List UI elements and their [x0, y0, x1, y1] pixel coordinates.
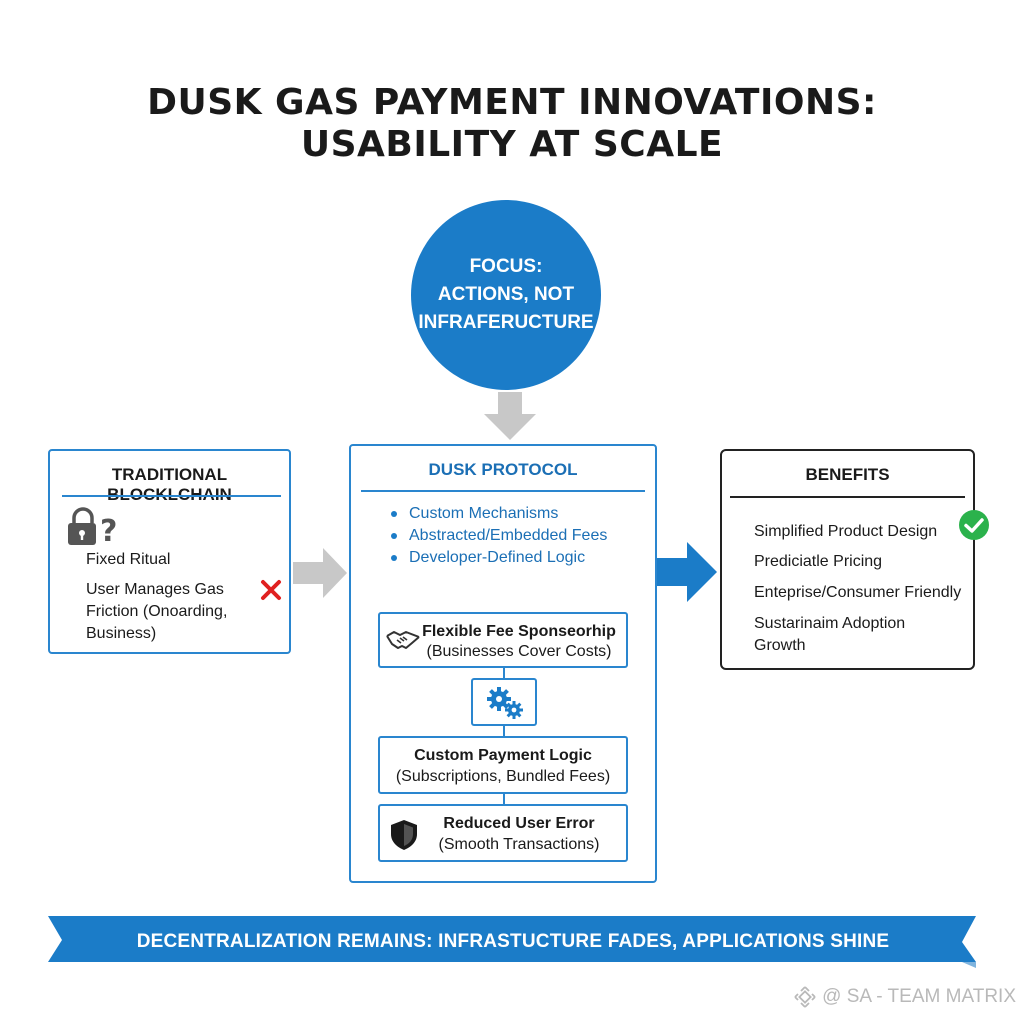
shield-icon — [391, 820, 417, 850]
benefit-item-2: Prediciatle Pricing — [754, 553, 883, 570]
dusk-bullet-2: Abstracted/Embedded Fees — [391, 525, 607, 547]
bottom-banner — [48, 916, 976, 968]
handshake-icon — [386, 631, 420, 649]
payment-logic-sub: (Subscriptions, Bundled Fees) — [395, 768, 611, 785]
svg-text:?: ? — [100, 514, 117, 547]
focus-line1: FOCUS: — [469, 256, 543, 277]
traditional-item-gas-line1: User Manages Gas — [86, 581, 224, 598]
gears-box — [471, 678, 537, 726]
benefits-divider — [730, 496, 965, 498]
page-title-line1: DUSK GAS PAYMENT INNOVATIONS: — [147, 82, 877, 123]
right-arrow-gray-icon — [293, 548, 347, 598]
traditional-item-gas-line2: Friction (Onoarding, — [86, 603, 228, 620]
fee-sponsorship-title: Flexible Fee Sponseorhip — [422, 623, 616, 640]
dusk-heading: DUSK PROTOCOL — [428, 460, 578, 479]
benefit-item-1: Simplified Product Design — [754, 523, 938, 540]
benefits-box: BENEFITS Simplified Product Design Predi… — [720, 449, 989, 670]
user-error-box: Reduced User Error (Smooth Transactions) — [378, 804, 628, 862]
dusk-divider — [361, 490, 645, 492]
dusk-protocol-box: DUSK PROTOCOL Custom Mechanisms Abstract… — [349, 444, 657, 883]
watermark: @ SA - TEAM MATRIX — [794, 986, 1016, 1008]
traditional-item-fixed-ritual: Fixed Ritual — [86, 551, 171, 568]
traditional-heading: TRADITIONAL BLOCKLCHAIN — [107, 465, 232, 504]
traditional-item-gas-line3: Business) — [86, 625, 157, 642]
gears-icon — [487, 687, 523, 719]
connector-line-2 — [503, 726, 505, 736]
red-x-icon — [261, 580, 281, 600]
benefits-heading: BENEFITS — [805, 465, 890, 484]
dusk-bullet-3: Developer-Defined Logic — [391, 547, 607, 569]
benefit-item-4-line2: Growth — [754, 637, 806, 654]
benefit-item-3: Enteprise/Consumer Friendly — [754, 584, 962, 601]
connector-line-1 — [503, 668, 505, 678]
user-error-title: Reduced User Error — [443, 815, 595, 832]
traditional-divider — [62, 495, 281, 497]
right-arrow-blue-icon — [657, 542, 717, 602]
traditional-blockchain-box: TRADITIONAL BLOCKLCHAIN ? Fixed Ritual U… — [48, 449, 291, 654]
page-title-line2: USABILITY AT SCALE — [300, 124, 724, 165]
focus-line3: INFRAFERUCTURE — [418, 312, 594, 333]
payment-logic-box: Custom Payment Logic (Subscriptions, Bun… — [378, 736, 628, 794]
benefit-item-4-line1: Sustarinaim Adoption — [754, 615, 906, 632]
binance-logo-icon — [794, 986, 816, 1008]
green-check-icon — [959, 510, 989, 540]
down-arrow-icon — [484, 392, 536, 440]
focus-line2: ACTIONS, NOT — [437, 284, 575, 305]
fee-sponsorship-box: Flexible Fee Sponseorhip (Businesses Cov… — [378, 612, 628, 668]
lock-question-icon: ? — [68, 507, 117, 547]
watermark-text: @ SA - TEAM MATRIX — [822, 986, 1016, 1007]
connector-line-3 — [503, 794, 505, 804]
fee-sponsorship-sub: (Businesses Cover Costs) — [426, 643, 612, 660]
payment-logic-title: Custom Payment Logic — [414, 747, 592, 764]
focus-circle: FOCUS: ACTIONS, NOT INFRAFERUCTURE — [411, 200, 601, 390]
user-error-sub: (Smooth Transactions) — [438, 836, 600, 853]
dusk-bullet-1: Custom Mechanisms — [391, 503, 607, 525]
banner-text: DECENTRALIZATION REMAINS: INFRASTUCTURE … — [136, 931, 890, 952]
dusk-feature-list: Custom Mechanisms Abstracted/Embedded Fe… — [391, 503, 607, 569]
